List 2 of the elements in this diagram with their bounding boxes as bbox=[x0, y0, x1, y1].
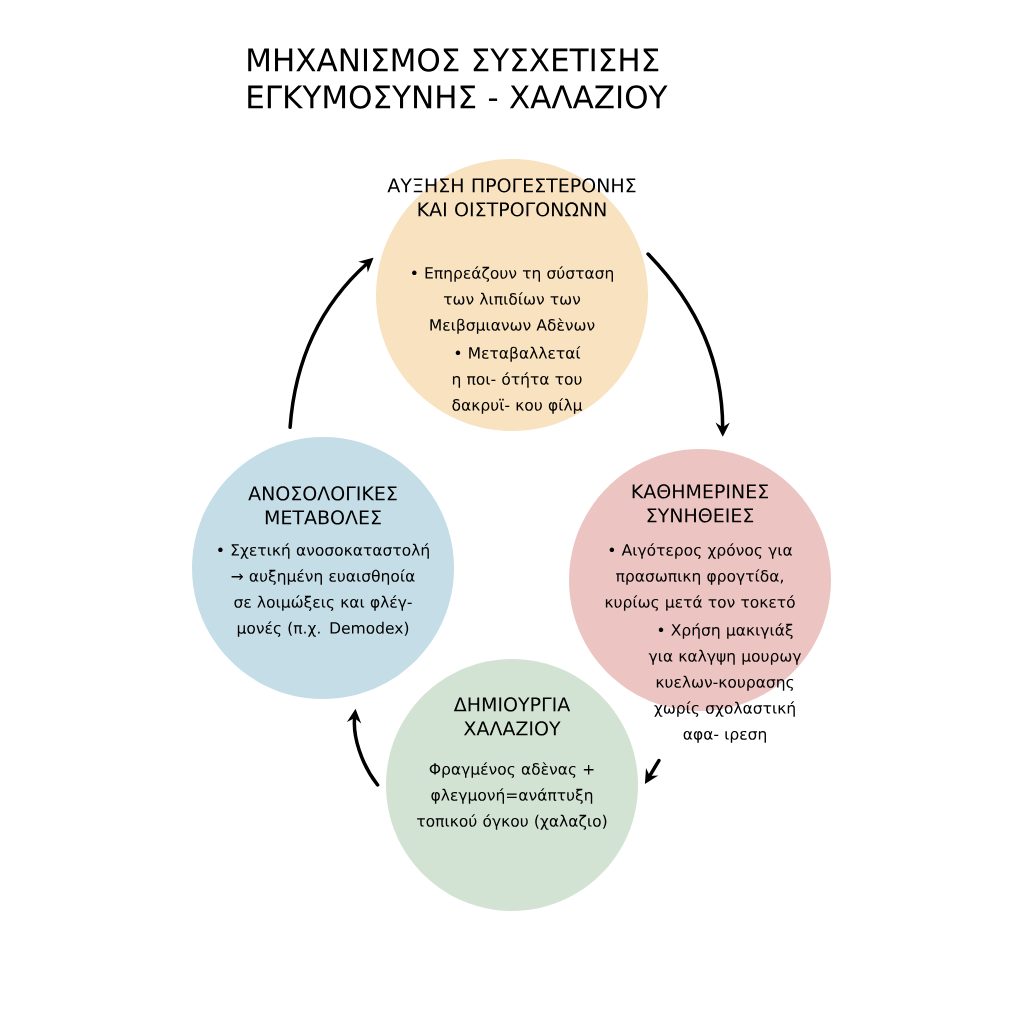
title: ΜΗΧΑΝΙΣΜΟΣ ΣΥΣΧΕΤΙΣΗΣ ΕΓΚΥΜΟΣΥΝΗΣ - ΧΑΛΑΖΙΟΥ bbox=[248, 48, 668, 109]
node-label: αφα- ιρεση bbox=[683, 730, 766, 743]
